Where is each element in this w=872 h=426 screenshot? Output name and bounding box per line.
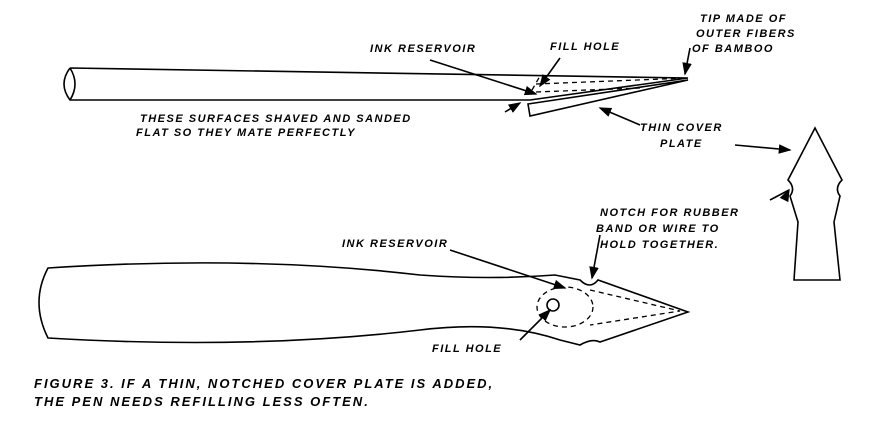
thin-cover-label-2: PLATE [660,138,703,150]
bamboo-tube [63,67,689,101]
tube-end [69,67,76,101]
thin-cover-label-1: THIN COVER [640,122,723,134]
figure-caption-2: THE PEN NEEDS REFILLING LESS OFTEN. [34,394,370,409]
thin-cover-plate [527,79,689,117]
pen-body [38,262,691,346]
ink-reservoir-bottom-outline [536,286,594,328]
ink-reservoir-top-label: INK RESERVOIR [370,43,476,55]
leader-arrows [429,47,792,341]
pen-side-view [63,67,689,117]
figure-caption-1: FIGURE 3. IF A THIN, NOTCHED COVER PLATE… [34,376,494,391]
notch-label-1: NOTCH FOR RUBBER [600,207,740,219]
tip-label-2: OUTER FIBERS [696,28,796,40]
ink-reservoir-bottom-label: INK RESERVOIR [342,238,448,250]
notch-label-2: BAND OR WIRE TO [596,223,720,235]
fill-hole-bottom [546,298,560,312]
surfaces-label-2: FLAT SO THEY MATE PERFECTLY [136,127,356,139]
tip-label-1: TIP MADE OF [700,13,787,25]
notch-label-3: HOLD TOGETHER. [600,239,719,251]
fill-hole-bottom-label: FILL HOLE [432,343,502,355]
ink-channel [589,289,681,326]
tip-label-3: OF BAMBOO [692,43,774,55]
pen-top-view [38,262,691,346]
cover-plate-front-view [787,126,843,281]
surfaces-label-1: THESE SURFACES SHAVED AND SANDED [140,113,412,125]
fill-hole-top-label: FILL HOLE [550,41,620,53]
